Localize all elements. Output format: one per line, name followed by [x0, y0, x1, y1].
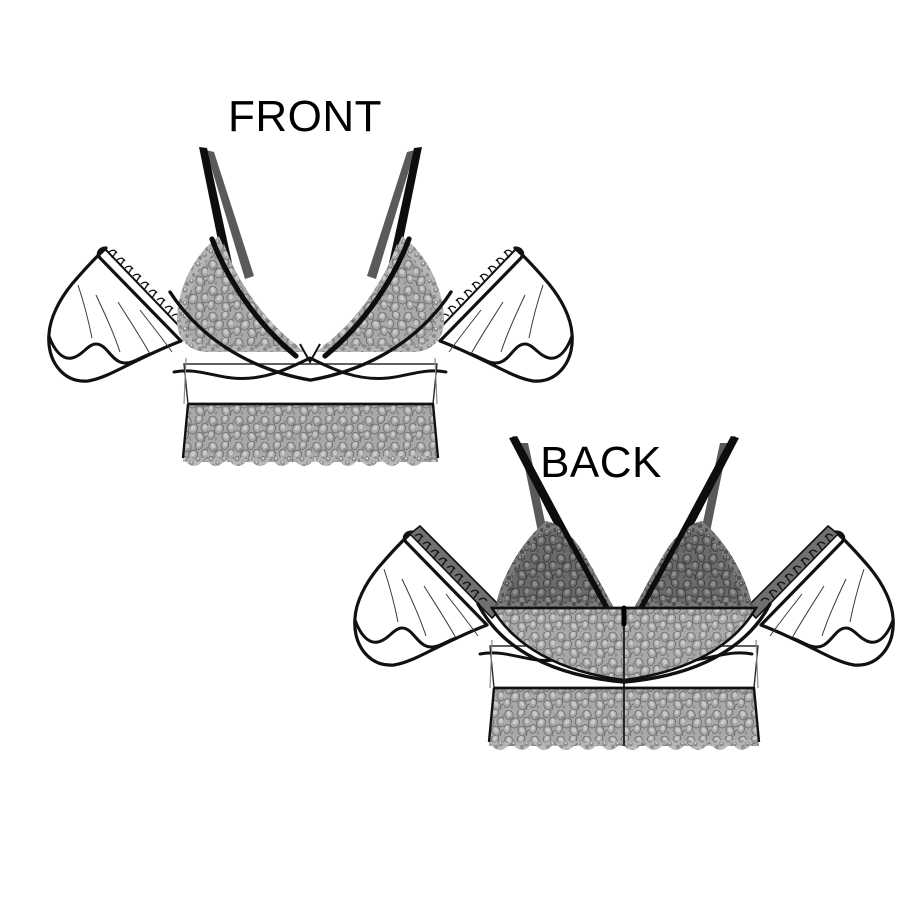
- front-shoulder-straps: [199, 147, 422, 279]
- ruffle-sleeve-left-back: [353, 524, 504, 667]
- ruffle-sleeve-right-front-gathers: [440, 249, 513, 318]
- front-cup-left: [176, 236, 305, 359]
- back-side-seam-right: [755, 639, 759, 689]
- ruffle-sleeve-right-back-hem: [790, 618, 895, 649]
- back-view-label: BACK: [540, 438, 662, 487]
- front-underbust-panel: [183, 363, 438, 405]
- back-underbust-sweep-left: [476, 602, 626, 684]
- back-cup-left-binding: [511, 436, 611, 613]
- back-side-seam-left: [489, 639, 493, 689]
- strap-black-right-front: [389, 147, 422, 265]
- ruffle-sleeve-left-front-hem: [47, 334, 152, 365]
- ruffle-sleeve-right-front-hem: [469, 334, 574, 365]
- ruffle-sleeve-left-back-body: [353, 530, 489, 667]
- ruffle-sleeve-right-front-body: [438, 246, 574, 383]
- front-lace-hem-band-fill: [183, 404, 438, 462]
- front-view-label: FRONT: [228, 92, 382, 141]
- front-underbust-sweep-left: [168, 290, 312, 382]
- strap-grey-right-front: [367, 150, 415, 279]
- front-underbust-sweep-right: [309, 290, 453, 382]
- strap-black-left-front: [199, 147, 232, 265]
- back-cup-right-fill: [642, 530, 744, 602]
- ruffle-sleeve-right-front: [438, 246, 574, 383]
- front-cup-left-binding: [209, 236, 299, 359]
- ruffle-sleeve-left-front: [47, 246, 183, 383]
- ruffle-sleeve-left-back-gathers: [414, 533, 488, 602]
- back-cup-left: [492, 436, 614, 613]
- ruffle-sleeve-left-front-body: [47, 246, 183, 383]
- front-side-seam-right: [434, 357, 438, 405]
- front-center-gore: [299, 343, 321, 365]
- back-cup-left-fill: [504, 530, 606, 602]
- ruffle-sleeve-left-back-hem: [353, 618, 458, 649]
- strap-grey-left-front: [206, 150, 254, 279]
- ruffle-sleeve-left-back-pleats: [383, 568, 479, 639]
- ruffle-sleeve-right-back-body: [759, 530, 895, 667]
- ruffle-sleeve-right-back: [744, 524, 895, 667]
- back-lace-band: [489, 605, 759, 746]
- back-cup-right: [634, 436, 756, 613]
- back-cup-right-binding: [637, 436, 737, 613]
- front-cup-right: [316, 236, 445, 359]
- front-side-seam-left: [183, 357, 187, 405]
- front-underbust-panel-top-edge: [172, 356, 448, 380]
- front-lace-hem-scallop: [183, 456, 438, 466]
- ruffle-sleeve-left-front-gathers: [108, 249, 181, 318]
- back-view-group: BACK: [353, 436, 895, 750]
- ruffle-sleeve-left-front-pleats: [77, 284, 173, 355]
- ruffle-sleeve-right-front-pleats: [448, 284, 544, 355]
- front-cup-right-binding: [322, 236, 412, 359]
- front-view-group: FRONT: [47, 92, 574, 466]
- ruffle-sleeve-right-back-gathers: [760, 533, 834, 602]
- ruffle-sleeve-right-back-pleats: [769, 568, 865, 639]
- back-underbust-sweep-right: [622, 602, 772, 684]
- front-lace-hem-band: [181, 402, 440, 466]
